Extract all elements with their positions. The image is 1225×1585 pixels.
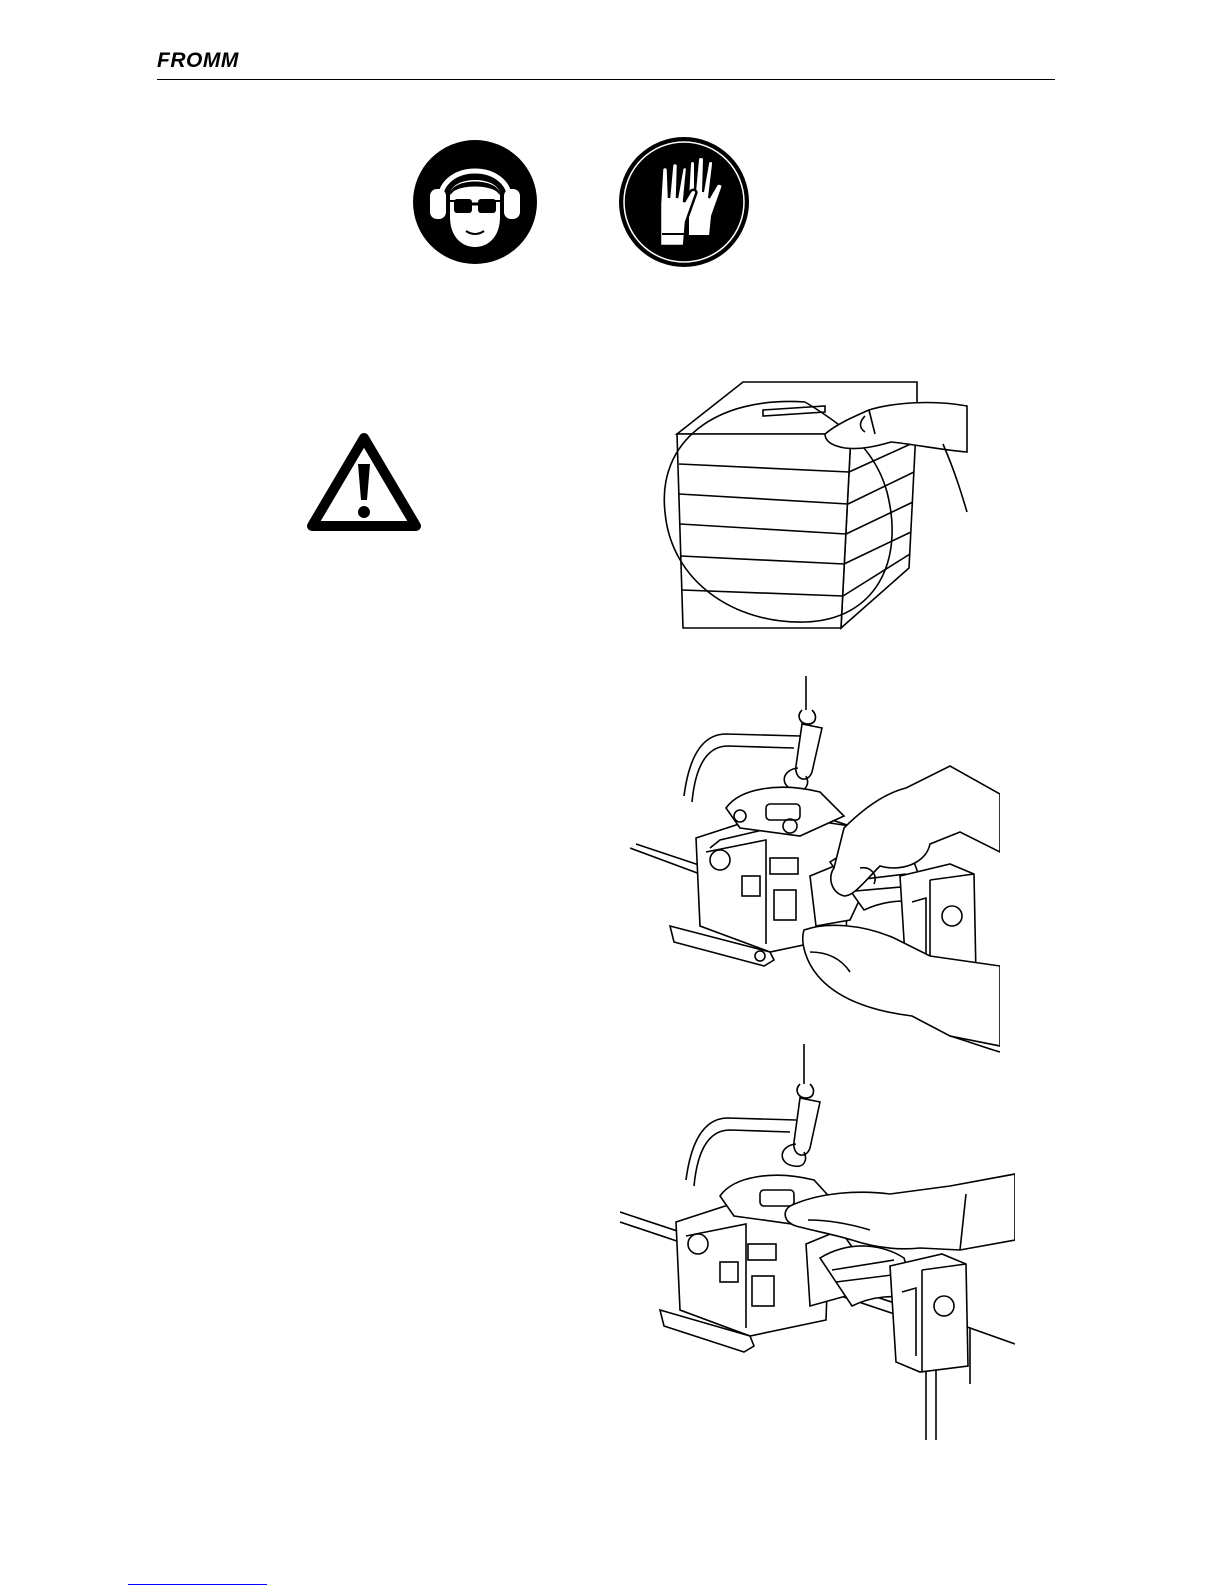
strapped-carton-stack-illustration bbox=[655, 372, 975, 634]
strapping-tool-tensioning-illustration bbox=[630, 676, 1000, 1056]
ear-and-eye-protection-icon bbox=[412, 139, 538, 265]
brand-logo: FROMM bbox=[157, 50, 239, 71]
protective-gloves-icon bbox=[618, 136, 750, 268]
strapping-tool-sealing-illustration bbox=[620, 1044, 1015, 1440]
header-divider bbox=[157, 79, 1055, 80]
warning-triangle-icon bbox=[306, 432, 422, 532]
